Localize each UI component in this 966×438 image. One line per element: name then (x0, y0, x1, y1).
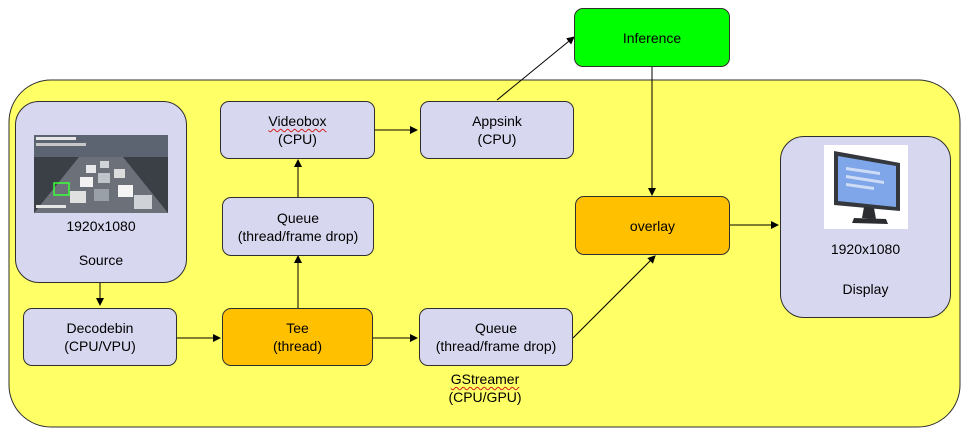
container-title: GStreamer (450, 371, 520, 387)
decodebin-node: Decodebin (CPU/VPU) (23, 308, 177, 366)
monitor-icon (823, 145, 908, 229)
tee-detail: (thread) (272, 338, 323, 354)
appsink-name: Appsink (472, 113, 522, 129)
videobox-name: Videobox (268, 113, 327, 129)
videobox-detail: (CPU) (278, 131, 317, 147)
queue-lower-name: Queue (474, 320, 518, 336)
overlay-node: overlay (575, 196, 730, 255)
traffic-camera-thumbnail (34, 135, 168, 213)
appsink-node: Appsink (CPU) (420, 101, 574, 159)
display-resolution: 1920x1080 (830, 241, 901, 257)
queue-upper-detail: (thread/frame drop) (237, 227, 359, 244)
inference-name: Inference (622, 29, 682, 46)
tee-name: Tee (286, 320, 309, 336)
container-subtitle: (CPU/GPU) (448, 389, 522, 405)
tee-node: Tee (thread) (222, 308, 373, 366)
arrow-appsink-to-inference (496, 36, 575, 101)
decodebin-detail: (CPU/VPU) (64, 338, 136, 354)
queue-upper-node: Queue (thread/frame drop) (222, 197, 374, 256)
source-label: Source (78, 252, 124, 268)
decodebin-name: Decodebin (66, 320, 134, 336)
inference-node: Inference (574, 8, 730, 67)
queue-lower-detail: (thread/frame drop) (435, 338, 557, 354)
display-label: Display (842, 281, 889, 297)
queue-upper-name: Queue (276, 209, 320, 226)
queue-lower-node: Queue (thread/frame drop) (419, 308, 573, 366)
source-panel: 1920x1080 Source (15, 101, 187, 283)
source-resolution: 1920x1080 (66, 218, 136, 234)
overlay-name: overlay (629, 217, 676, 234)
appsink-detail: (CPU) (477, 131, 517, 147)
container-caption: GStreamer (CPU/GPU) (420, 370, 550, 406)
arrow-queue-lower-to-overlay (572, 255, 656, 339)
videobox-node: Videobox (CPU) (220, 101, 375, 159)
display-panel: 1920x1080 Display (780, 136, 951, 318)
